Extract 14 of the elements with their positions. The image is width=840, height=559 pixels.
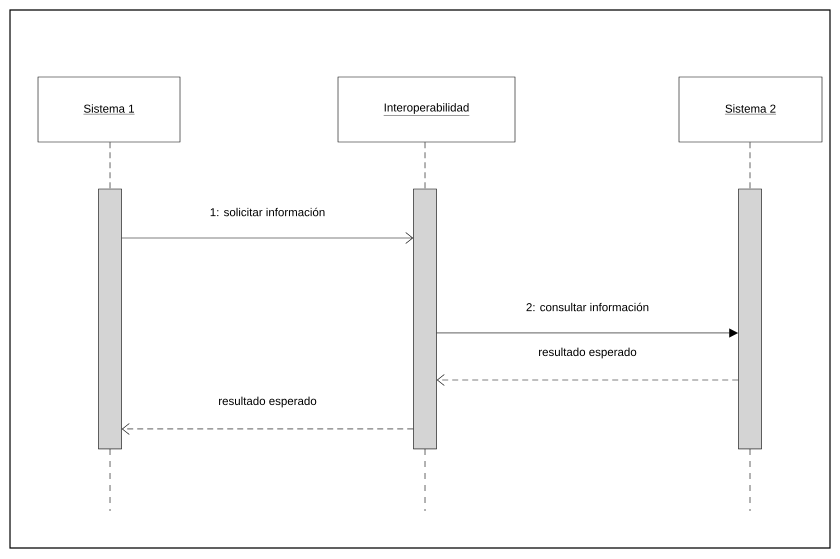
object-box: Sistema 2 [678, 76, 822, 142]
message-label: 1: solicitar información [208, 206, 326, 218]
object-box: Interoperabilidad [338, 76, 516, 142]
activation-bar [98, 188, 122, 450]
message-label: resultado esperado [217, 396, 318, 408]
lifeline [424, 142, 426, 189]
activation-bar [738, 188, 762, 450]
object-box: Sistema 1 [38, 76, 180, 142]
activation-bar [413, 188, 437, 450]
message-label: 2: consultar información [524, 302, 650, 312]
message-arrow [122, 423, 414, 435]
message-label: resultado esperado [537, 346, 638, 360]
message-arrow [122, 232, 414, 244]
message-arrow [436, 374, 738, 386]
